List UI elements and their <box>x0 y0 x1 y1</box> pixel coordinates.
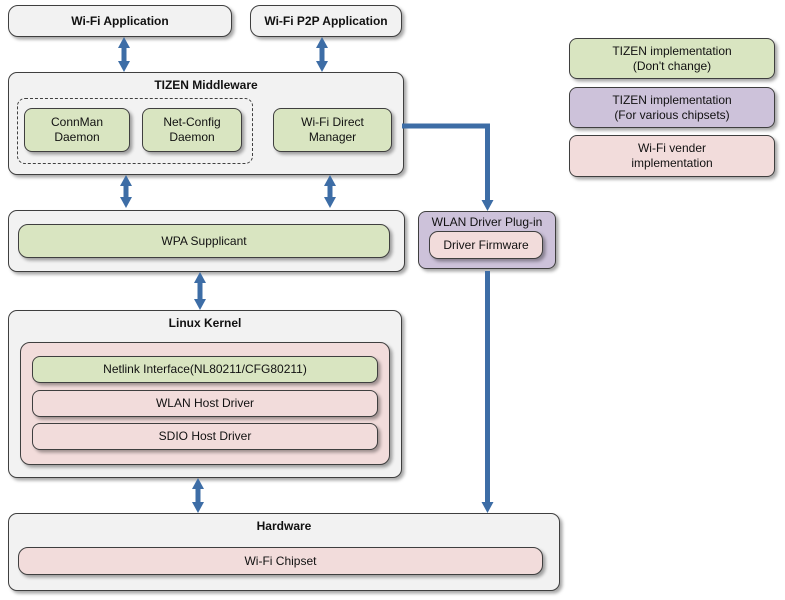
node-wpa-supplicant: WPA Supplicant <box>18 224 390 258</box>
panel-title: Hardware <box>256 519 312 533</box>
node-label: WPA Supplicant <box>161 233 247 248</box>
node-label-line: Manager <box>308 130 357 144</box>
node-label: SDIO Host Driver <box>158 429 252 443</box>
node-wifi-p2p-application: Wi-Fi P2P Application <box>250 5 402 37</box>
legend-label-line: (Don't change) <box>632 58 712 73</box>
node-sdio-host-driver: SDIO Host Driver <box>32 423 378 450</box>
node-label-line: Daemon <box>54 130 100 144</box>
arrow-middleware-plugin <box>402 123 494 211</box>
node-label-line: Daemon <box>169 130 215 144</box>
node-wifi-application: Wi-Fi Application <box>8 5 232 37</box>
node-driver-firmware: Driver Firmware <box>429 231 543 259</box>
node-label-line: ConnMan <box>50 115 104 129</box>
node-label-line: Net-Config <box>163 115 221 129</box>
node-label: WLAN Host Driver <box>155 396 254 410</box>
panel-title: TIZEN Middleware <box>154 78 258 92</box>
node-label-line: Wi-Fi Direct <box>301 115 364 129</box>
node-connman-daemon: ConnMan Daemon <box>24 108 130 152</box>
legend-item-tizen-implementation: TIZEN implementation (Don't change) <box>569 38 775 79</box>
legend-label-line: Wi-Fi vender <box>637 141 706 155</box>
node-netlink-interface: Netlink Interface(NL80211/CFG80211) <box>32 356 378 383</box>
node-label: Netlink Interface(NL80211/CFG80211) <box>103 362 307 376</box>
panel-title: Linux Kernel <box>168 316 242 330</box>
node-wifi-direct-manager: Wi-Fi Direct Manager <box>273 108 392 152</box>
group-network-daemons <box>17 98 253 164</box>
legend-label-line: implementation <box>631 156 713 170</box>
node-label: Wi-Fi Chipset <box>244 553 317 568</box>
legend-item-wifi-vender-implementation: Wi-Fi vender implementation <box>569 135 775 177</box>
legend-label-line: TIZEN implementation <box>612 43 732 58</box>
legend-item-tizen-chipset-implementation: TIZEN implementation (For various chipse… <box>569 87 775 128</box>
node-wlan-host-driver: WLAN Host Driver <box>32 390 378 417</box>
node-wifi-chipset: Wi-Fi Chipset <box>18 547 543 575</box>
node-title: WLAN Driver Plug-in <box>431 215 543 229</box>
node-netconfig-daemon: Net-Config Daemon <box>142 108 242 152</box>
legend-label-line: (For various chipsets) <box>614 107 730 122</box>
node-label: Wi-Fi P2P Application <box>264 13 388 28</box>
node-label: Wi-Fi Application <box>71 13 169 28</box>
node-label: Driver Firmware <box>443 237 529 252</box>
legend-label-line: TIZEN implementation <box>612 92 732 107</box>
